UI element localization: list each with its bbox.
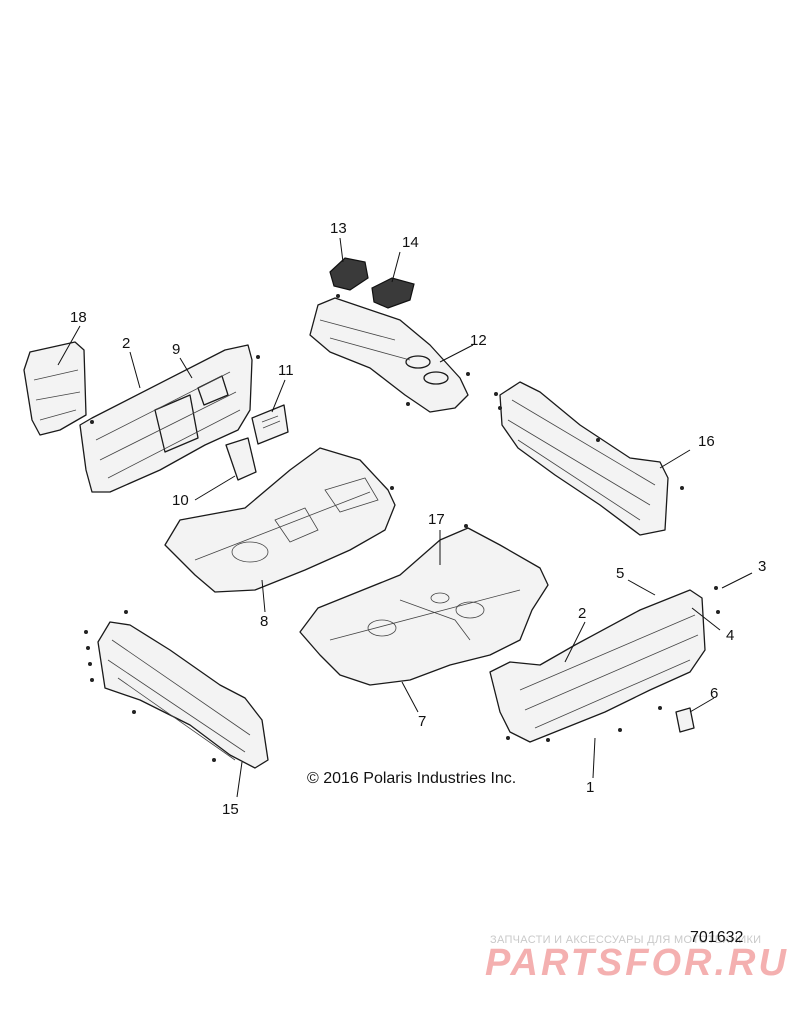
- callout-16: 16: [698, 433, 715, 450]
- callout-labels: 18 2 9 11 10 13 14 12 16 17 8 7 15 2 5 4…: [70, 220, 766, 818]
- part-1-rear-panel: [489, 589, 706, 743]
- part-13-console-insert: [329, 257, 369, 291]
- callout-12: 12: [470, 332, 487, 349]
- callout-18: 18: [70, 309, 87, 326]
- callout-8: 8: [260, 613, 268, 630]
- callout-10: 10: [172, 492, 189, 509]
- callout-6: 6: [710, 685, 718, 702]
- watermark-caption: ЗАПЧАСТИ И АКСЕССУАРЫ ДЛЯ МОТОТЕХНИКИ: [490, 934, 762, 946]
- callout-3: 3: [758, 558, 766, 575]
- part-6-bracket: [675, 707, 695, 733]
- part-12-center-console: [309, 297, 469, 413]
- callout-7: 7: [418, 713, 426, 730]
- fasteners: [84, 294, 720, 762]
- part-2-firewall-panel-upper: [79, 344, 253, 493]
- copyright-notice: © 2016 Polaris Industries Inc.: [307, 770, 517, 787]
- leader-lines: [57, 237, 753, 798]
- part-11-cover-plate: [251, 404, 289, 445]
- callout-9: 9: [172, 341, 180, 358]
- drawing-number: 701632: [690, 929, 744, 946]
- callout-1: 1: [586, 779, 594, 796]
- part-10-cover-plate: [225, 437, 257, 481]
- callout-2-upper: 2: [122, 335, 130, 352]
- part-14-console-insert: [371, 277, 415, 309]
- callout-17: 17: [428, 511, 445, 528]
- part-15-left-side-panel: [97, 621, 269, 769]
- callout-2-lower: 2: [578, 605, 586, 622]
- part-7-main-floor-pan: [299, 527, 549, 686]
- callout-5: 5: [616, 565, 624, 582]
- part-8-floor-tray: [164, 447, 396, 593]
- callout-11: 11: [278, 362, 294, 379]
- callout-4: 4: [726, 627, 734, 644]
- callout-15: 15: [222, 801, 239, 818]
- part-18-insulation-pad: [23, 341, 87, 436]
- callout-13: 13: [330, 220, 347, 237]
- watermark-logo: PARTSFOR.RU: [485, 942, 789, 984]
- part-16-right-side-panel: [499, 381, 669, 536]
- callout-14: 14: [402, 234, 419, 251]
